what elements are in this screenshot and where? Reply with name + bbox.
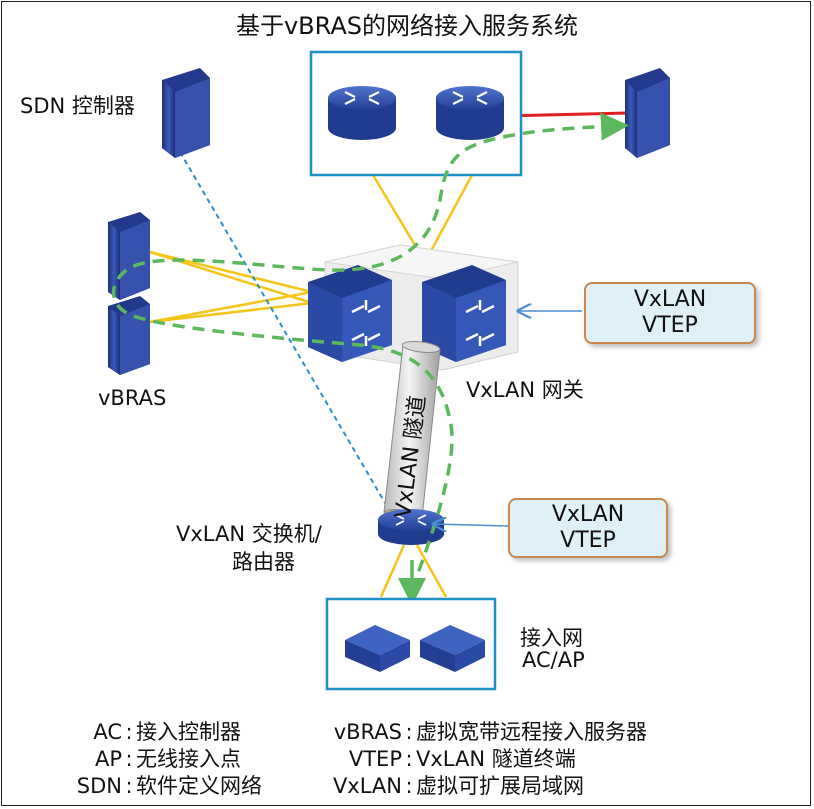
- server-icon: [162, 68, 210, 158]
- vtep-callout-line2: VTEP: [642, 313, 698, 338]
- legend-value: 软件定义网络: [136, 774, 262, 798]
- server-icon: [625, 68, 670, 158]
- access-point-icon: [134, 625, 410, 672]
- access-point-icon: [224, 625, 485, 672]
- legend-key: vBRAS: [333, 720, 402, 744]
- edge-router-icon: [378, 509, 444, 545]
- diagram-title: 基于vBRAS的网络接入服务系统: [235, 12, 579, 40]
- legend-key: AC: [93, 720, 122, 744]
- router-icon: [436, 86, 504, 140]
- vxlan-switch-label-line1: VxLAN 交换机/: [176, 522, 322, 546]
- vtep-callout-line1: VxLAN: [551, 502, 625, 527]
- vtep-callout-line1: VxLAN: [633, 287, 707, 312]
- core-switch-icon: [422, 265, 506, 362]
- callout-arrow: [433, 524, 509, 526]
- vtep-callout-switch: VxLAN VTEP: [508, 498, 668, 558]
- legend-key: VTEP: [348, 747, 402, 771]
- access-network-label-line1: 接入网: [520, 626, 583, 650]
- legend-item: AC:接入控制器: [60, 716, 241, 746]
- legend-item: VxLAN:虚拟可扩展局域网: [322, 770, 584, 800]
- legend-item: VTEP:VxLAN 隧道终端: [322, 743, 576, 773]
- legend-key: AP: [94, 747, 122, 771]
- red-link: [504, 111, 629, 118]
- router-icon: [328, 86, 396, 140]
- server-icon: [108, 296, 150, 375]
- vtep-callout-line2: VTEP: [560, 528, 616, 553]
- legend-value: 接入控制器: [136, 720, 241, 744]
- legend-key: VxLAN: [332, 774, 402, 798]
- legend-value: 无线接入点: [136, 747, 241, 771]
- legend-value: 虚拟宽带远程接入服务器: [416, 720, 647, 744]
- vtep-callout-gateway: VxLAN VTEP: [584, 282, 756, 344]
- legend-key: SDN: [76, 774, 122, 798]
- legend-item: SDN:软件定义网络: [60, 770, 262, 800]
- vbras-label: vBRAS: [98, 386, 167, 410]
- legend-value: VxLAN 隧道终端: [416, 747, 576, 771]
- green-traffic-path: [111, 112, 629, 591]
- legend-item: AP:无线接入点: [60, 743, 241, 773]
- vxlan-gateway-label: VxLAN 网关: [466, 378, 584, 402]
- legend-item: vBRAS:虚拟宽带远程接入服务器: [322, 716, 647, 746]
- sdn-controller-label: SDN 控制器: [20, 94, 135, 118]
- legend-value: 虚拟可扩展局域网: [416, 774, 584, 798]
- access-network-label-line2: AC/AP: [522, 648, 585, 672]
- vxlan-switch-label-line2: 路由器: [232, 550, 295, 574]
- sdn-control-dashed-line: [179, 151, 396, 521]
